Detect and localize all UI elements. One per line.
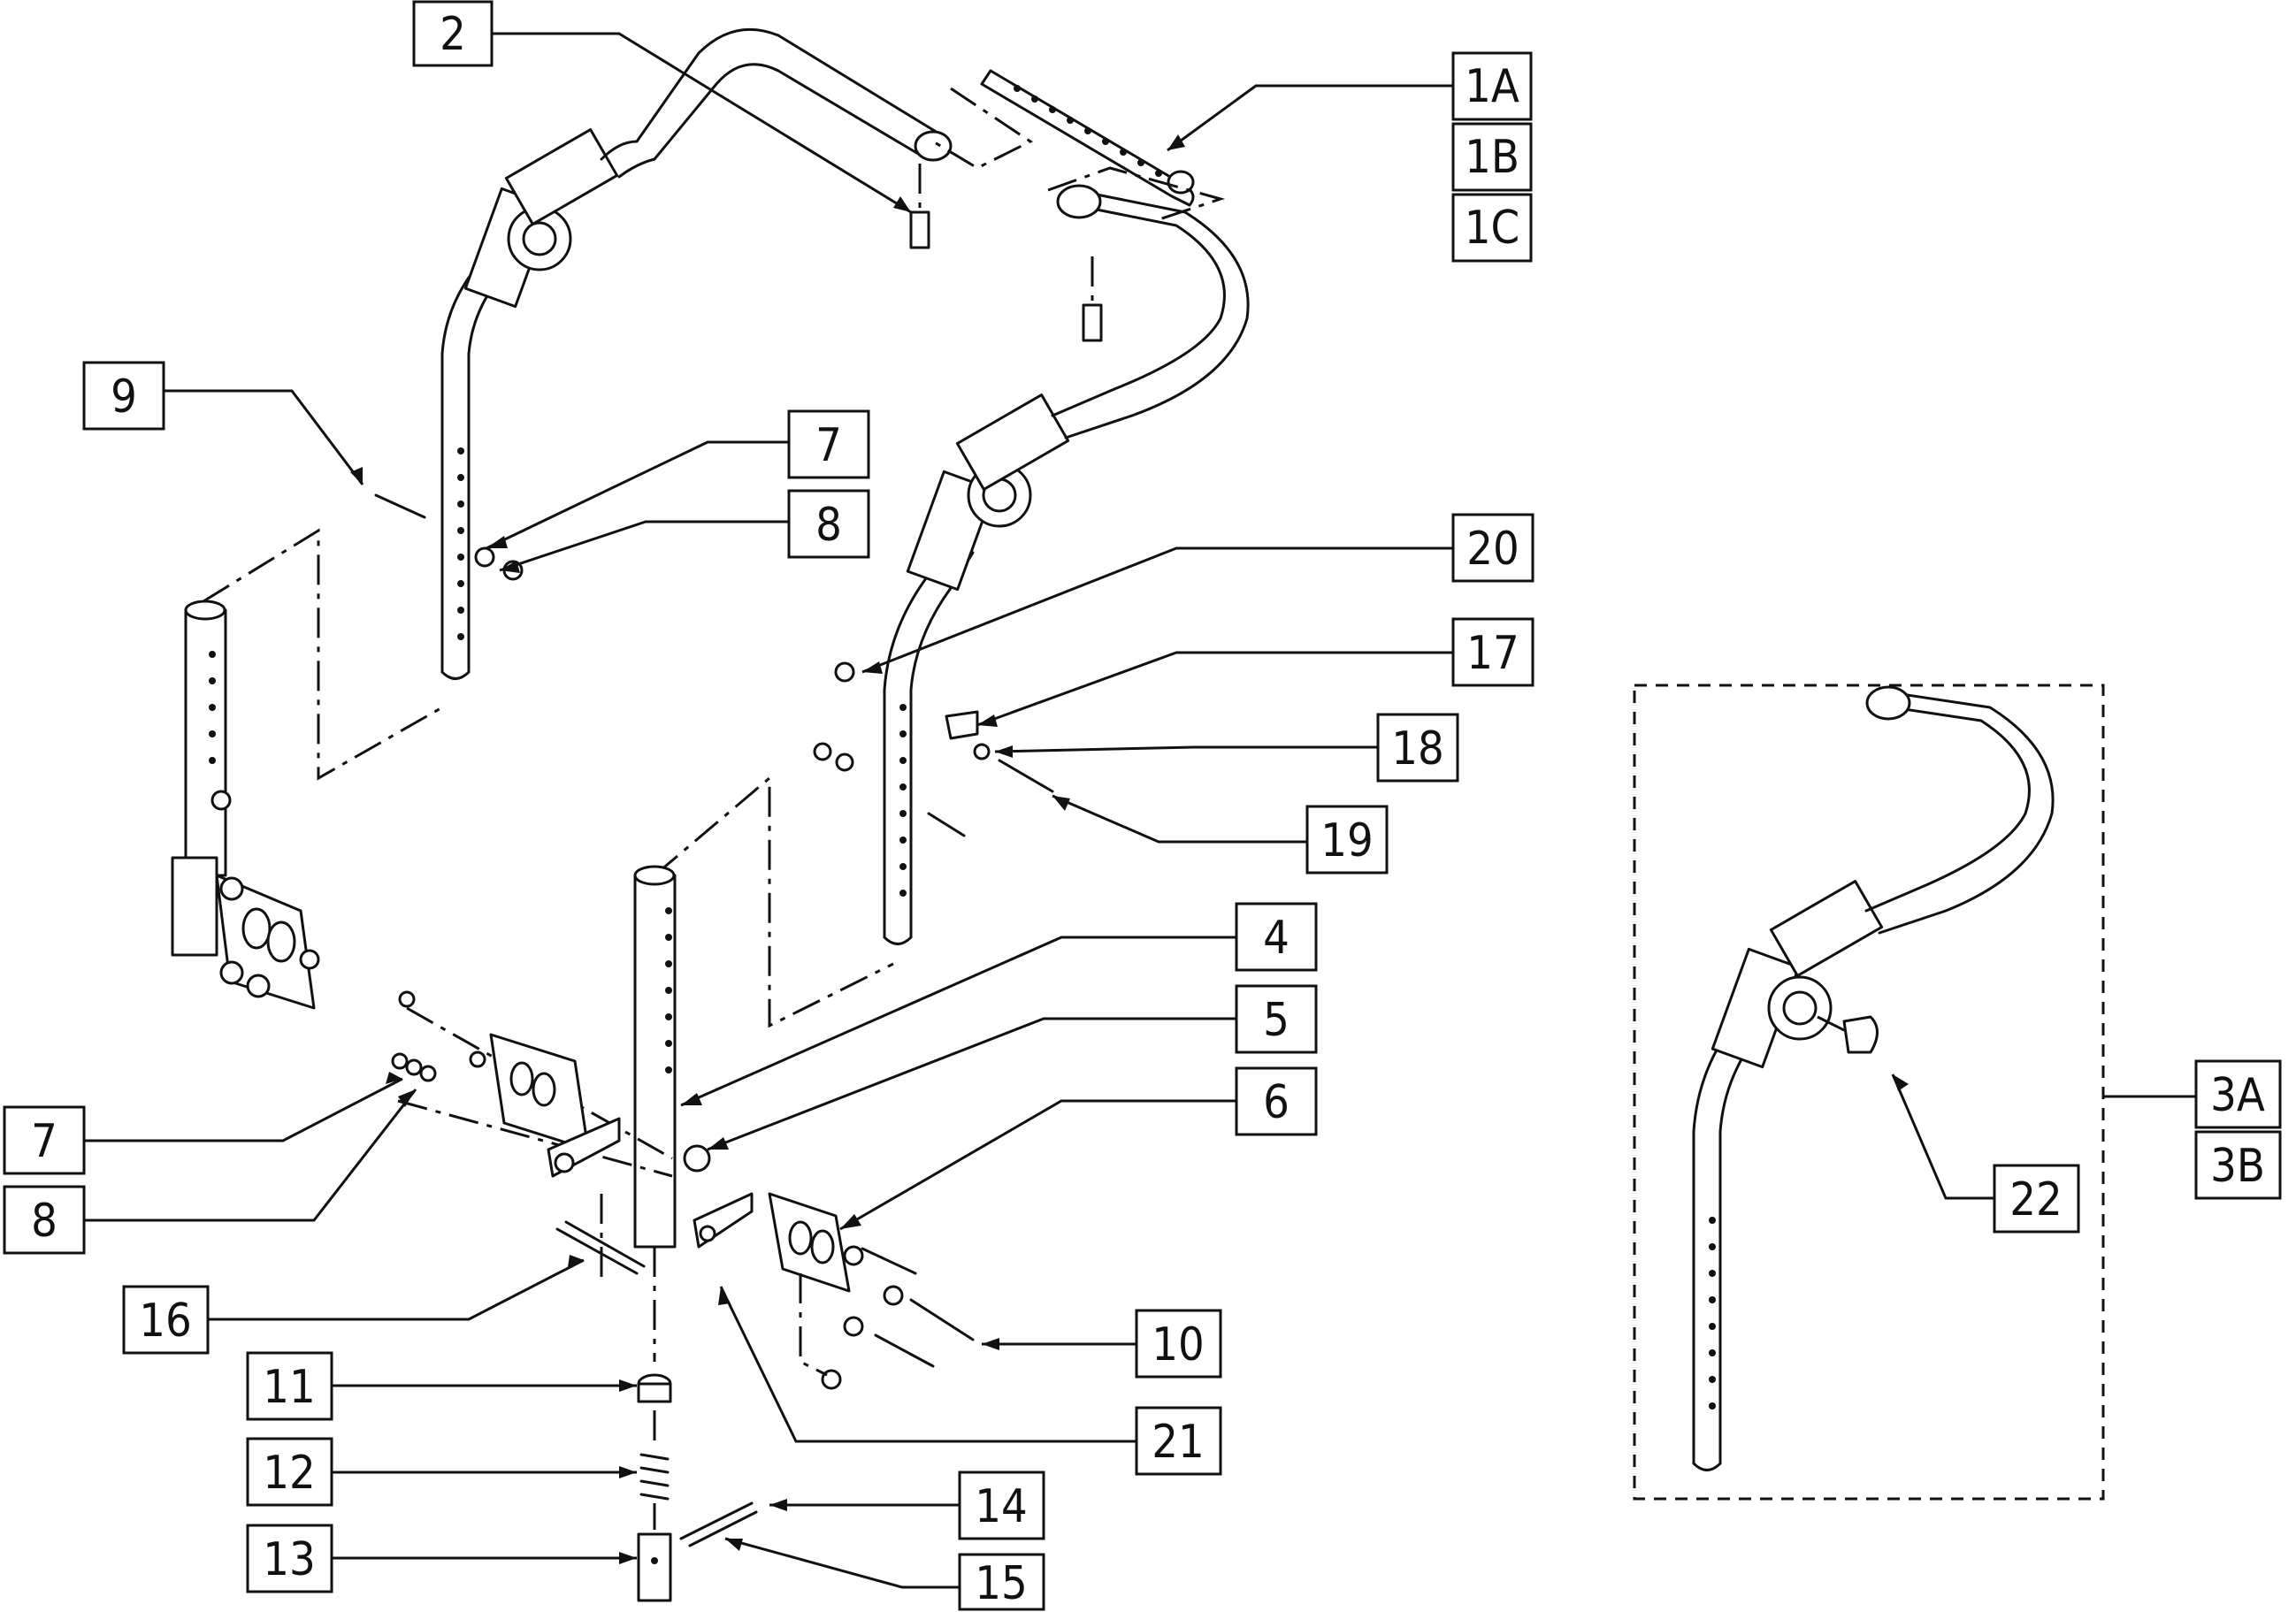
callout-label: 1A (1465, 60, 1519, 113)
callout-label: 9 (111, 371, 137, 424)
callout-3A: 3A (2194, 1059, 2282, 1129)
left-clamp-assembly (391, 990, 673, 1282)
callout-21: 21 (1135, 1406, 1222, 1476)
callout-14: 14 (958, 1471, 1045, 1540)
callout-12: 12 (246, 1437, 333, 1507)
callout-1A: 1A (1451, 51, 1533, 121)
callout-17: 17 (1451, 617, 1534, 687)
callout-label: 8 (31, 1195, 57, 1248)
callout-11: 11 (246, 1351, 333, 1421)
plunger-stack (637, 1247, 758, 1602)
callout-7-bottom: 7 (3, 1105, 86, 1175)
callout-8-bottom: 8 (3, 1185, 86, 1255)
armrest-pad (932, 69, 1226, 223)
leader-arrows (350, 134, 1909, 1564)
callout-6: 6 (1235, 1066, 1318, 1136)
callout-label: 8 (815, 499, 842, 552)
callout-2: 2 (412, 0, 494, 67)
callout-7-top: 7 (787, 409, 870, 479)
callout-label: 20 (1466, 523, 1519, 576)
callout-label: 14 (975, 1480, 1028, 1533)
callout-3B: 3B (2194, 1130, 2282, 1200)
callout-label: 16 (139, 1295, 192, 1348)
callout-18: 18 (1376, 713, 1459, 783)
callout-label: 1C (1465, 202, 1519, 255)
callout-8-top: 8 (787, 489, 870, 559)
left-receiver-assembly (171, 528, 443, 1010)
callout-5: 5 (1235, 984, 1318, 1054)
callout-label: 18 (1391, 722, 1444, 775)
callout-1B: 1B (1451, 122, 1533, 192)
callout-label: 6 (1263, 1076, 1290, 1129)
callout-13: 13 (246, 1524, 333, 1593)
pad-screws (909, 164, 1103, 342)
callout-20: 20 (1451, 513, 1534, 583)
callout-label: 15 (975, 1557, 1028, 1610)
leader-lines (84, 32, 2196, 1589)
callout-19: 19 (1305, 805, 1389, 875)
callout-label: 21 (1152, 1416, 1205, 1469)
callout-label: 3B (2210, 1140, 2265, 1193)
center-receiver-tube (633, 775, 894, 1249)
callout-label: 11 (263, 1361, 316, 1414)
callout-16: 16 (122, 1285, 210, 1355)
alternate-arm-inset (1633, 684, 2105, 1501)
callout-label: 4 (1263, 912, 1290, 965)
callout-label: 19 (1320, 814, 1374, 867)
callout-label: 12 (263, 1447, 316, 1500)
callout-10: 10 (1135, 1309, 1222, 1379)
callout-9: 9 (82, 361, 165, 431)
callout-4: 4 (1235, 902, 1318, 972)
callout-label: 7 (31, 1115, 57, 1168)
right-clamp-assembly (683, 1144, 975, 1390)
callout-label: 7 (815, 419, 842, 472)
callout-label: 2 (440, 8, 466, 61)
callout-label: 22 (2009, 1173, 2063, 1226)
right-armrest-tube (883, 184, 1250, 945)
left-armrest-tube (440, 27, 953, 680)
callout-label: 3A (2210, 1069, 2265, 1122)
callout-label: 17 (1466, 627, 1519, 680)
parts-artwork (171, 27, 2105, 1602)
callout-label: 13 (263, 1533, 316, 1586)
callout-label: 5 (1263, 994, 1290, 1047)
callout-15: 15 (958, 1553, 1045, 1611)
callout-22: 22 (1993, 1164, 2080, 1234)
callout-1C: 1C (1451, 193, 1533, 263)
callout-label: 10 (1152, 1318, 1205, 1371)
callout-label: 1B (1465, 131, 1519, 184)
